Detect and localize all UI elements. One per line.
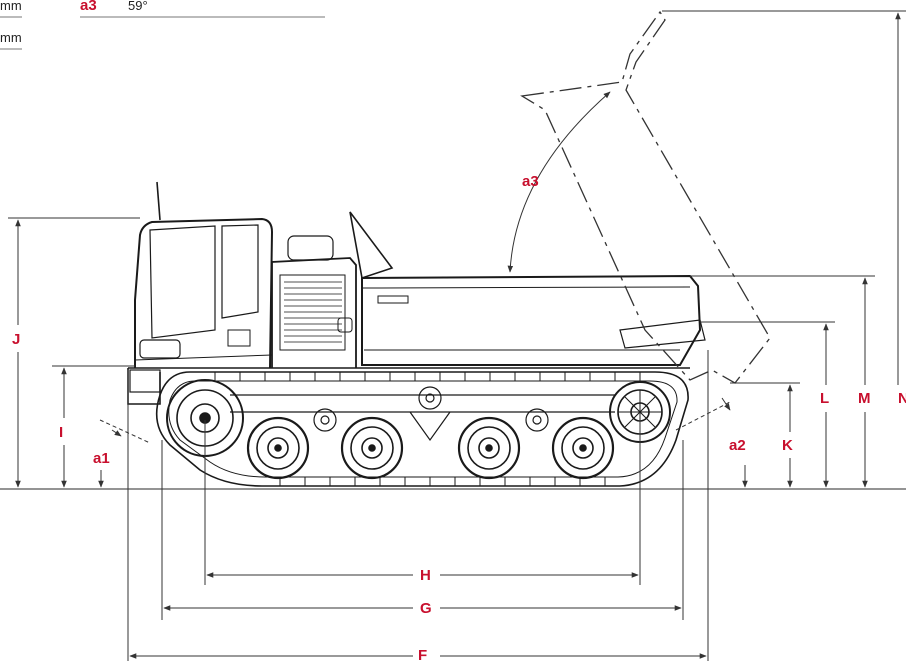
spec-a3-label: a3 [80,0,97,14]
label-a1: a1 [93,450,110,467]
engine-compartment [271,235,357,368]
road-wheel-1 [246,416,310,480]
chassis-frame [127,367,690,405]
dimension-labels: F G H J I a1 K L M N a2 a3 [12,173,906,661]
road-wheel-4 [551,416,615,480]
label-K: K [782,437,793,454]
road-wheel-3 [457,416,521,480]
dump-body [349,211,706,366]
label-a3: a3 [522,173,539,190]
label-L: L [820,390,829,407]
label-J: J [12,331,20,348]
spec-table: mm mm a3 59° [0,0,325,50]
spec-a3-value: 59° [128,0,148,13]
dump-body-raised-outline [520,10,771,384]
track-frame [230,394,615,442]
label-a2: a2 [729,437,746,454]
label-N: N [898,390,906,407]
track-inner [168,380,678,478]
label-G: G [420,600,432,617]
label-H: H [420,567,431,584]
spec-row1-unit: mm [0,0,22,13]
tracked-carrier-illustration [127,10,771,487]
spec-row2-unit: mm [0,30,22,45]
carrier-rollers [313,386,549,432]
label-F: F [418,647,427,661]
track-grousers [214,372,641,486]
road-wheel-2 [340,416,404,480]
label-M: M [858,390,871,407]
rear-bumper [129,369,161,393]
label-I: I [59,424,63,441]
cab [134,181,274,369]
dimension-lines [8,10,906,661]
